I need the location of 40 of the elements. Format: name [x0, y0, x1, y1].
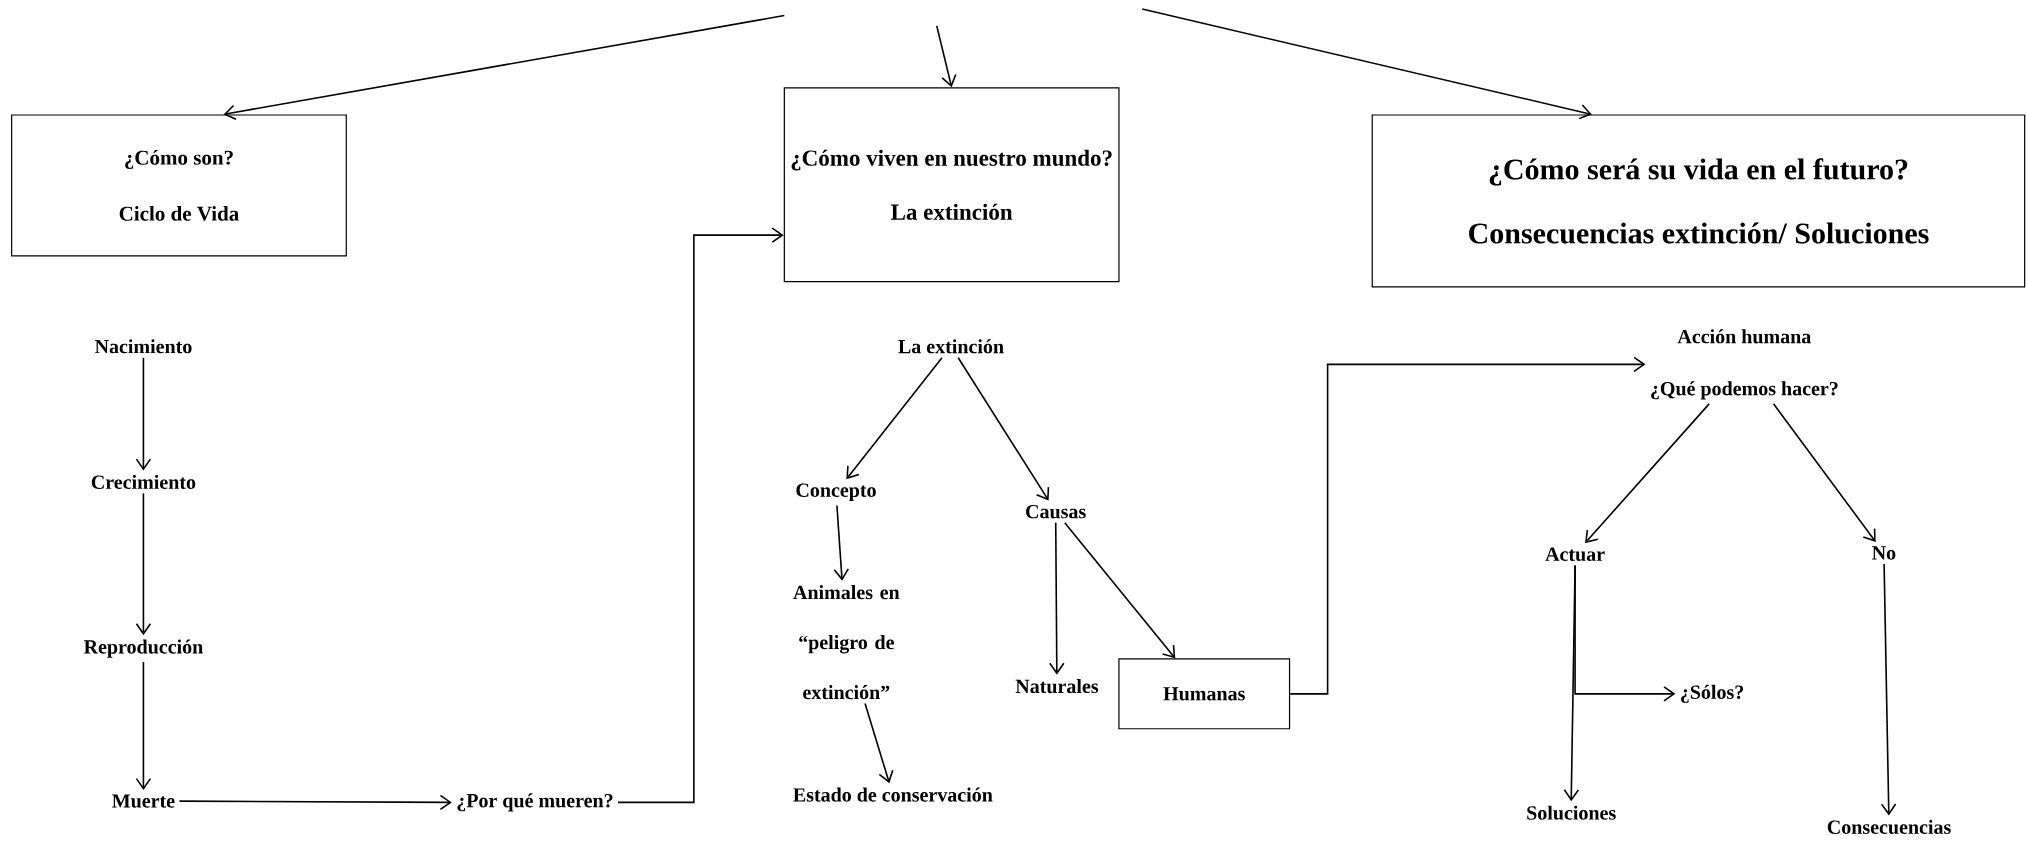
stage-label: Crecimiento	[91, 474, 196, 489]
arrow	[178, 794, 452, 811]
arrow	[1772, 403, 1876, 542]
question-label: ¿Por qué mueren?	[457, 793, 613, 812]
arrow	[1563, 564, 1580, 802]
topic-label: Naturales	[1015, 678, 1099, 694]
option-label: No	[1872, 546, 1896, 560]
arrow	[1880, 563, 1897, 816]
arrow	[846, 356, 943, 480]
option-label: Actuar	[1545, 547, 1605, 561]
topic-label: La extinción	[898, 339, 1004, 354]
arrow	[223, 14, 786, 121]
arrow	[135, 492, 152, 636]
arrow	[135, 661, 152, 790]
arrow	[935, 25, 957, 88]
arrow	[617, 227, 784, 804]
result-label: Soluciones	[1527, 805, 1616, 820]
arrow	[1141, 8, 1592, 120]
stage-label: Reproducción	[83, 639, 203, 658]
arrow	[1048, 521, 1065, 675]
stage-label: Muerte	[112, 794, 175, 808]
arrow	[1289, 356, 1646, 695]
topic-label: Animales en “peligro de extinción”	[793, 585, 900, 700]
topic-label: Estado de conservación	[793, 787, 993, 802]
arrow	[833, 504, 850, 581]
question-box: ¿Cómo viven en nuestro mundo? La extinción	[783, 87, 1120, 283]
question-label: Acción humana ¿Qué podemos hacer?	[1651, 329, 1838, 400]
arrow	[864, 702, 894, 784]
question-label: ¿Sólos?	[1681, 684, 1744, 703]
question-box: ¿Cómo son? Ciclo de Vida	[11, 114, 347, 257]
arrow	[1585, 403, 1710, 544]
cause-box: Humanas	[1118, 658, 1291, 730]
arrow	[957, 356, 1050, 501]
question-box: ¿Cómo será su vida en el futuro? Consecuencias extinción/ Soluciones	[1371, 114, 2026, 288]
topic-label: Concepto	[796, 483, 876, 501]
arrow	[135, 356, 152, 471]
arrow	[1063, 521, 1176, 659]
stage-label: Nacimiento	[94, 339, 192, 354]
result-label: Consecuencias	[1827, 819, 1951, 834]
topic-label: Causas	[1026, 504, 1086, 519]
